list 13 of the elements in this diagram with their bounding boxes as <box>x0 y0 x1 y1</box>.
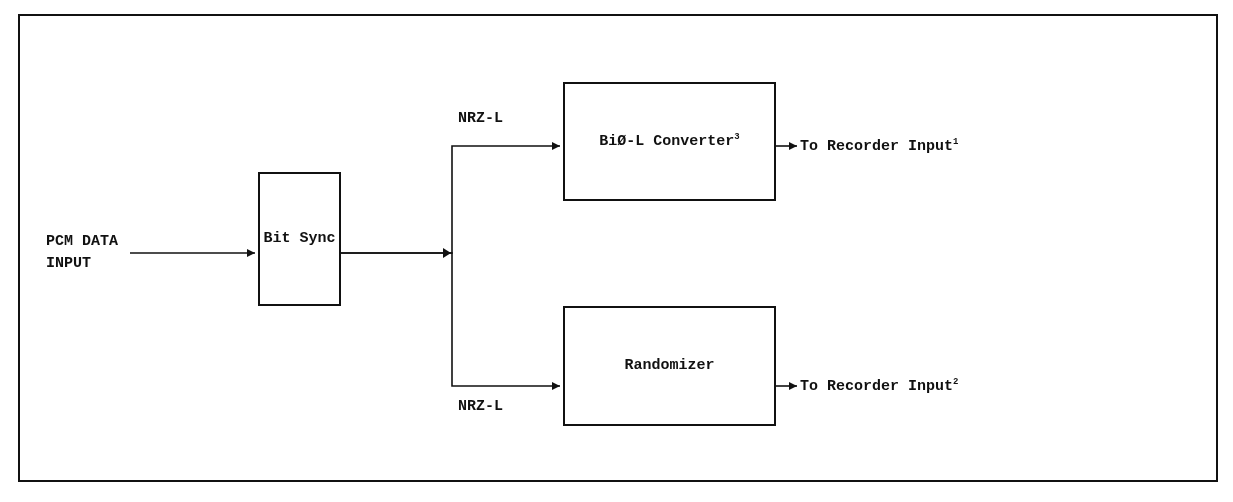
text-label: To Recorder Input$^{2}$ <box>800 376 959 398</box>
text-label: PCM DATA INPUT <box>46 232 119 274</box>
process-box <box>563 82 776 201</box>
process-box <box>258 172 341 306</box>
text-label: To Recorder Input$^{1}$ <box>800 136 959 158</box>
arrow <box>129 249 256 257</box>
box-label: Randomizer <box>624 356 715 377</box>
arrow <box>775 382 798 390</box>
box-label: Bit Sync <box>263 229 336 250</box>
box-label: BiØ-L Converter$^{3}$ <box>599 130 740 152</box>
process-box <box>563 306 776 426</box>
arrow <box>340 252 561 390</box>
arrow <box>775 142 798 150</box>
